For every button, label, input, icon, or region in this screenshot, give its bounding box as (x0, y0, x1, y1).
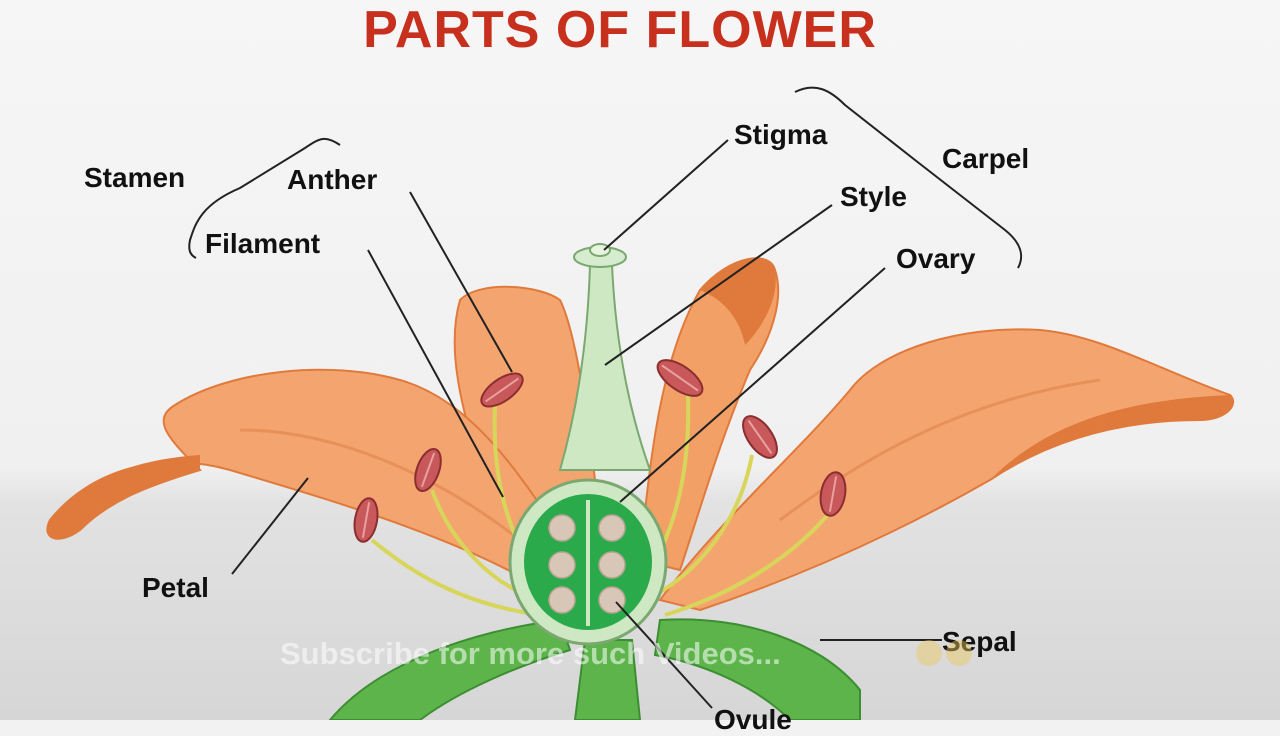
smiley-icon (946, 640, 972, 666)
label-stigma: Stigma (734, 119, 828, 150)
label-filament: Filament (205, 228, 321, 259)
petal-left-curl (47, 455, 201, 539)
label-ovule: Ovule (714, 704, 792, 735)
subscribe-overlay-text: Subscribe for more such Videos... (280, 636, 781, 671)
carpel-bracket (794, 86, 1023, 269)
label-carpel: Carpel (942, 143, 1030, 174)
petal-right-curl (990, 395, 1234, 480)
label-ovary: Ovary (896, 243, 976, 274)
label-style: Style (840, 181, 907, 212)
label-sepal: Sepal (942, 626, 1017, 657)
petal-left-vein (239, 428, 521, 542)
leader-lines (231, 139, 942, 709)
stigma-top (589, 243, 611, 257)
label-stamen: Stamen (84, 162, 186, 193)
label-anther: Anther (287, 164, 378, 195)
sepal-right (653, 618, 861, 721)
ovules (548, 514, 626, 614)
page-title: PARTS OF FLOWER (363, 1, 877, 59)
petal-back-right-fold (700, 258, 776, 345)
flower-illustration (0, 0, 1280, 721)
stamen-bracket (188, 137, 341, 259)
smiley-icon (916, 640, 942, 666)
label-petal: Petal (142, 572, 209, 603)
petal-right-vein (779, 378, 1101, 522)
petal-left (46, 368, 577, 602)
style (558, 264, 652, 471)
anthers (353, 359, 847, 543)
